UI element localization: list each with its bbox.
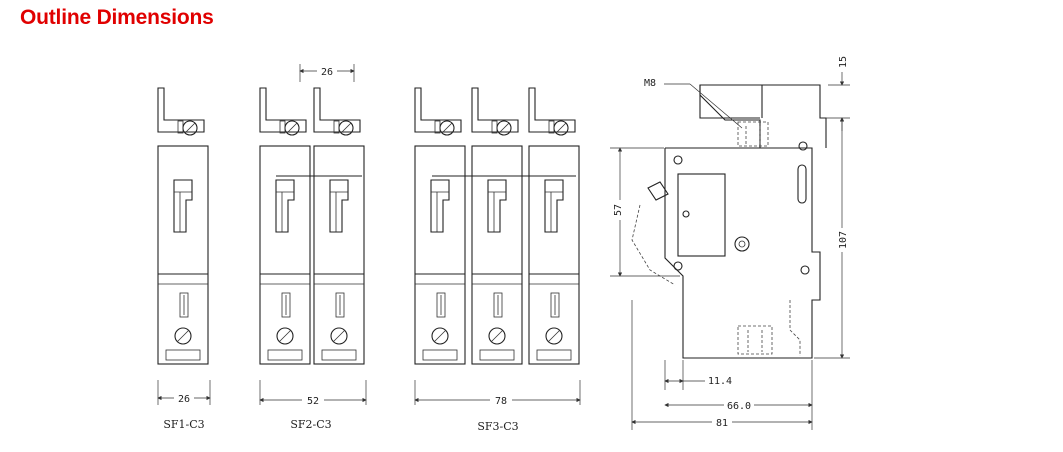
sf3-caption: SF3-C3 (477, 420, 518, 433)
sf1-caption: SF1-C3 (163, 418, 204, 431)
sf1-width-label: 26 (178, 394, 190, 405)
thread-label: M8 (644, 78, 656, 89)
dim-depth1-label: 66.0 (727, 401, 751, 412)
dim-mid-label: 57 (613, 204, 624, 216)
breaker-sf3: 78 SF3-C3 (414, 87, 581, 433)
breaker-sf2: 26 52 SF2-C3 (259, 64, 367, 431)
dim-height-label: 107 (838, 231, 849, 249)
sf2-pitch-label: 26 (321, 67, 333, 78)
sf3-width-label: 78 (495, 396, 507, 407)
breaker-sf1: 26 SF1-C3 (157, 87, 211, 431)
side-view: M8 15 107 57 11.4 66.0 81 (610, 56, 850, 430)
sf2-width-label: 52 (307, 396, 319, 407)
dim-offset-label: 11.4 (708, 376, 732, 387)
dim-depth2-label: 81 (716, 418, 728, 429)
page-title: Outline Dimensions (20, 6, 214, 29)
sf2-caption: SF2-C3 (290, 418, 331, 431)
dim-top-label: 15 (838, 56, 849, 68)
